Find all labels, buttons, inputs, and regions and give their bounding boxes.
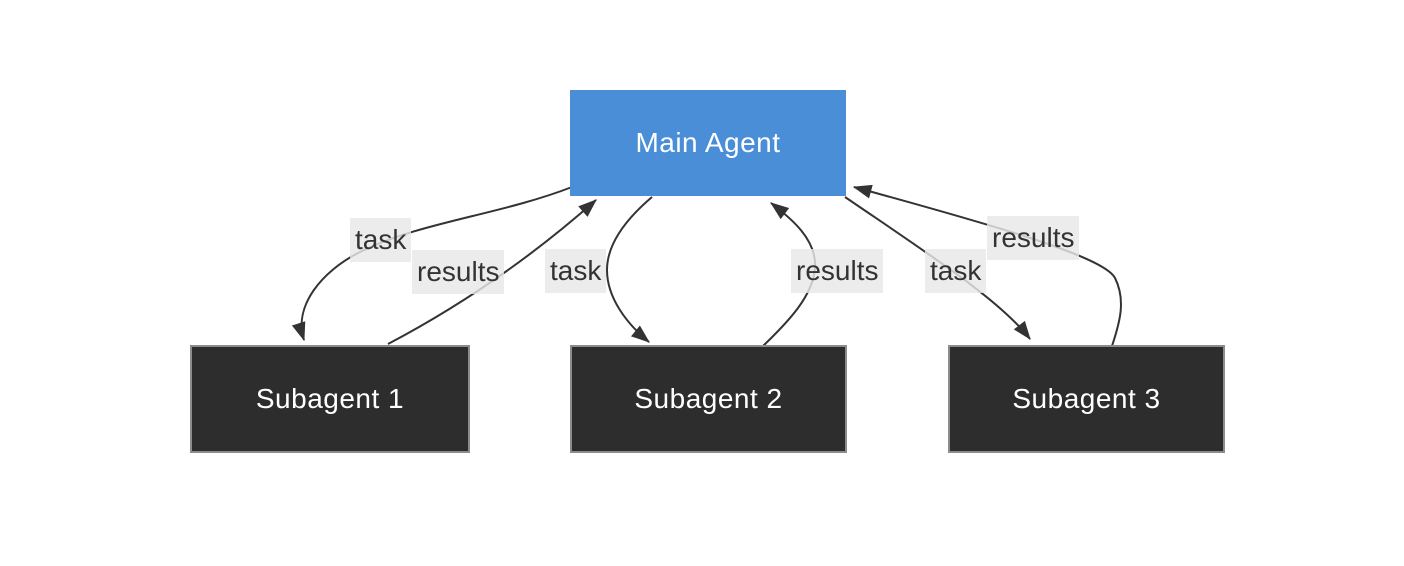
edge-main-to-sub2-task: [605, 196, 653, 343]
node-subagent-2: Subagent 2: [570, 345, 847, 453]
edge-label-task-sub3: task: [925, 249, 987, 293]
edge-label-task-sub1: task: [350, 218, 412, 262]
node-subagent-1-label: Subagent 1: [255, 383, 405, 414]
node-subagent-3-label: Subagent 3: [1012, 383, 1161, 414]
node-subagent-1: Subagent 1: [190, 345, 470, 453]
edge-label-results-sub2: results: [791, 249, 884, 293]
edge-label-results-sub3: results: [987, 216, 1080, 260]
node-main-agent: Main Agent: [570, 90, 846, 196]
node-subagent-2-label: Subagent 2: [634, 383, 783, 414]
node-main-agent-label: Main Agent: [635, 127, 781, 158]
node-subagent-3: Subagent 3: [948, 345, 1225, 453]
edge-sub3-to-main-results: [852, 184, 1122, 347]
edge-label-task-sub2: task: [545, 249, 607, 293]
edge-label-results-sub1: results: [412, 250, 505, 294]
